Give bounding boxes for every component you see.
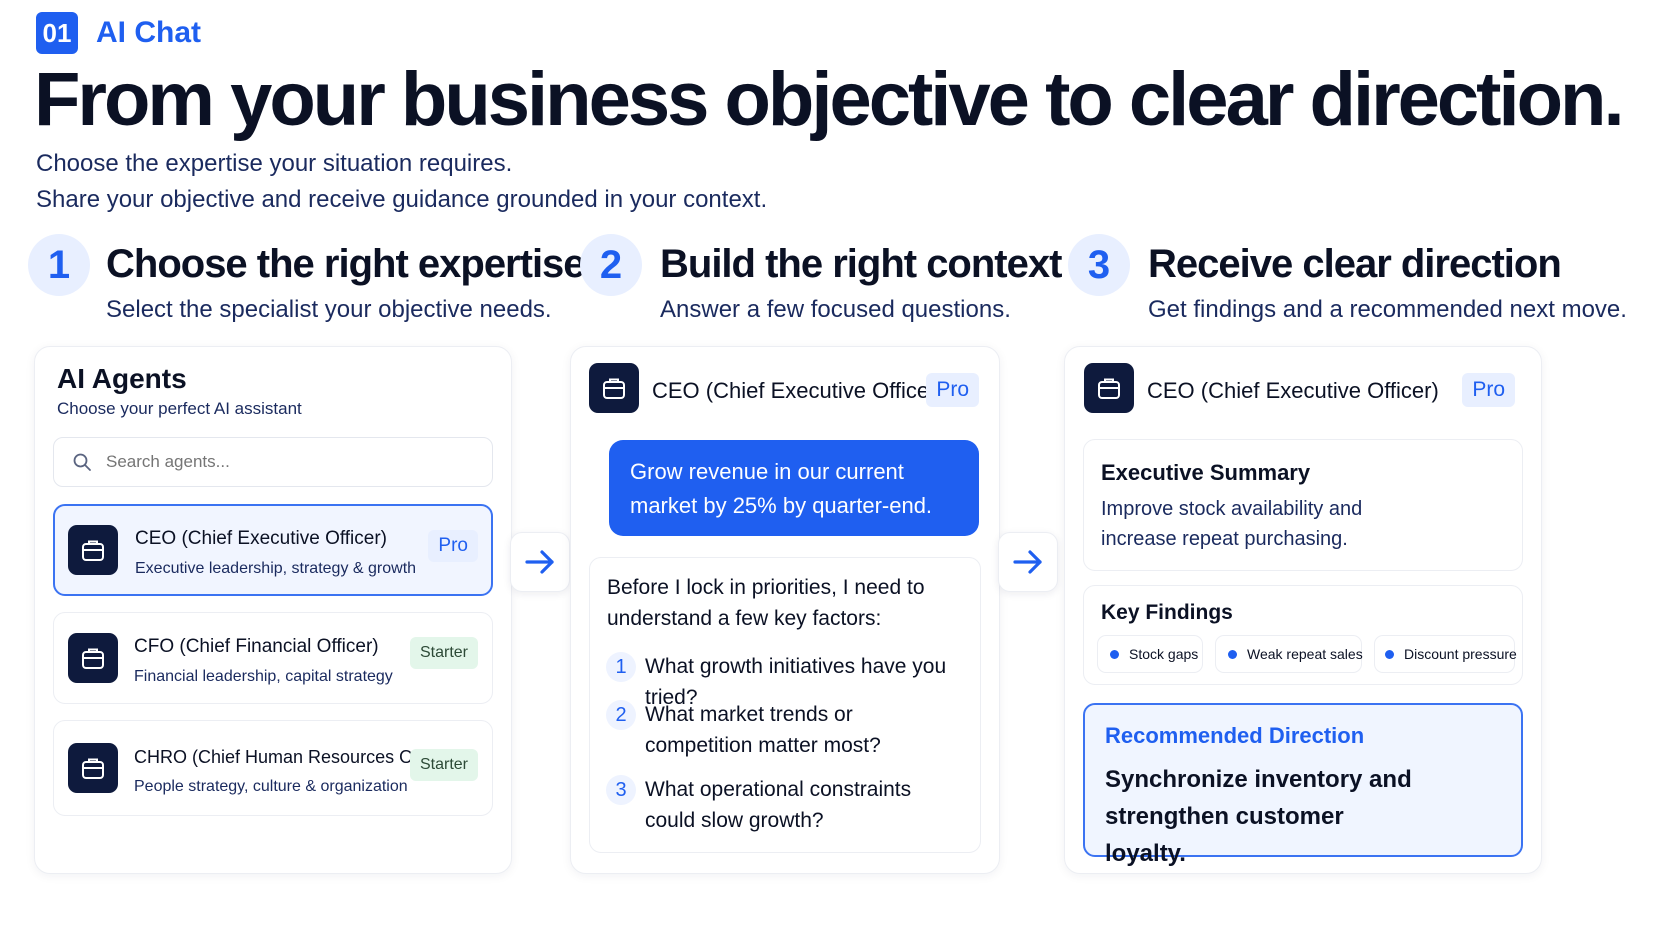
next-step-arrow-2[interactable] bbox=[998, 532, 1058, 592]
chat-agent-name: CEO (Chief Executive Officer) bbox=[652, 378, 944, 403]
agent-description: People strategy, culture & organization bbox=[134, 778, 408, 795]
agent-name: CHRO (Chief Human Resources Officer) bbox=[134, 747, 458, 767]
question-text-2: What market trends or competition matter… bbox=[645, 703, 881, 757]
step-number-3: 3 bbox=[1068, 234, 1130, 296]
agent-card-ceo[interactable]: CEO (Chief Executive Officer) Executive … bbox=[53, 504, 493, 596]
section-number-badge: 01 bbox=[36, 12, 78, 54]
recommendation-title: Recommended Direction bbox=[1105, 723, 1365, 748]
briefcase-icon bbox=[68, 525, 118, 575]
next-step-arrow-1[interactable] bbox=[510, 532, 570, 592]
search-input[interactable] bbox=[106, 452, 466, 472]
key-findings-card: Key Findings Stock gaps Weak repeat sale… bbox=[1083, 585, 1523, 685]
briefcase-icon bbox=[1084, 363, 1134, 413]
finding-label: Discount pressure bbox=[1404, 646, 1517, 662]
tier-badge-pro: Pro bbox=[1462, 373, 1515, 407]
findings-title: Key Findings bbox=[1101, 601, 1233, 624]
question-number-1: 1 bbox=[606, 652, 636, 682]
finding-label: Weak repeat sales bbox=[1247, 646, 1363, 662]
tier-badge-pro: Pro bbox=[428, 530, 478, 562]
page-subtitle-line-1: Choose the expertise your situation requ… bbox=[36, 150, 513, 177]
recommendation-text: Synchronize inventory and strengthen cus… bbox=[1105, 766, 1412, 867]
section-label: AI Chat bbox=[96, 16, 201, 49]
page-headline: From your business objective to clear di… bbox=[34, 57, 1625, 142]
question-number-2: 2 bbox=[606, 700, 636, 730]
tier-badge-starter: Starter bbox=[409, 637, 478, 669]
search-icon bbox=[73, 453, 91, 471]
agent-card-cfo[interactable]: CFO (Chief Financial Officer) Financial … bbox=[53, 612, 493, 704]
summary-text: Improve stock availability and increase … bbox=[1101, 498, 1363, 550]
agent-name: CFO (Chief Financial Officer) bbox=[134, 636, 379, 657]
assistant-message-card: Before I lock in priorities, I need to u… bbox=[589, 557, 981, 853]
agent-name: CEO (Chief Executive Officer) bbox=[135, 528, 388, 549]
briefcase-icon bbox=[68, 633, 118, 683]
question-number-3: 3 bbox=[606, 775, 636, 805]
step-description-1: Select the specialist your objective nee… bbox=[106, 296, 552, 323]
direction-panel: CEO (Chief Executive Officer) Pro Execut… bbox=[1064, 346, 1542, 874]
bullet-dot bbox=[1228, 649, 1237, 659]
step-number-1: 1 bbox=[28, 234, 90, 296]
page-subtitle-line-2: Share your objective and receive guidanc… bbox=[36, 186, 768, 213]
briefcase-icon bbox=[68, 743, 118, 793]
finding-chip: Weak repeat sales bbox=[1215, 635, 1363, 673]
agents-panel-subtitle: Choose your perfect AI assistant bbox=[57, 399, 302, 418]
step-title-2: Build the right context bbox=[660, 242, 1062, 286]
context-panel: CEO (Chief Executive Officer) Pro Grow r… bbox=[570, 346, 1000, 874]
executive-summary-card: Executive Summary Improve stock availabi… bbox=[1083, 439, 1523, 571]
user-message-text: Grow revenue in our current market by 25… bbox=[630, 459, 933, 518]
question-text-1: What growth initiatives have you tried? bbox=[645, 655, 947, 709]
recommended-direction-card: Recommended Direction Synchronize invent… bbox=[1083, 703, 1523, 867]
search-box[interactable] bbox=[53, 437, 493, 487]
arrow-right-icon bbox=[525, 550, 554, 574]
agent-description: Financial leadership, capital strategy bbox=[134, 668, 393, 685]
finding-label: Stock gaps bbox=[1129, 646, 1199, 662]
step-number-2: 2 bbox=[580, 234, 642, 296]
tier-badge-pro: Pro bbox=[926, 373, 979, 407]
step-description-3: Get findings and a recommended next move… bbox=[1148, 296, 1627, 323]
finding-chip: Discount pressure bbox=[1374, 635, 1517, 673]
finding-chip: Stock gaps bbox=[1097, 635, 1203, 673]
bullet-dot bbox=[1110, 649, 1119, 659]
step-title-1: Choose the right expertise bbox=[106, 242, 586, 286]
assistant-intro-text: Before I lock in priorities, I need to u… bbox=[607, 576, 925, 630]
agent-card-chro[interactable]: CHRO (Chief Human Resources Officer) Peo… bbox=[53, 720, 493, 816]
briefcase-icon bbox=[589, 363, 639, 413]
agent-description: Executive leadership, strategy & growth bbox=[135, 560, 417, 577]
tier-badge-starter: Starter bbox=[409, 749, 478, 781]
agents-panel-title: AI Agents bbox=[57, 363, 187, 394]
bullet-dot bbox=[1385, 649, 1394, 659]
summary-title: Executive Summary bbox=[1101, 460, 1311, 485]
step-description-2: Answer a few focused questions. bbox=[660, 296, 1011, 323]
step-title-3: Receive clear direction bbox=[1148, 242, 1562, 286]
arrow-right-icon bbox=[1013, 550, 1042, 574]
question-text-3: What operational constraints could slow … bbox=[645, 778, 912, 832]
agents-panel: AI Agents Choose your perfect AI assista… bbox=[34, 346, 512, 874]
user-message-bubble: Grow revenue in our current market by 25… bbox=[609, 440, 979, 536]
chat-agent-name: CEO (Chief Executive Officer) bbox=[1147, 378, 1439, 403]
